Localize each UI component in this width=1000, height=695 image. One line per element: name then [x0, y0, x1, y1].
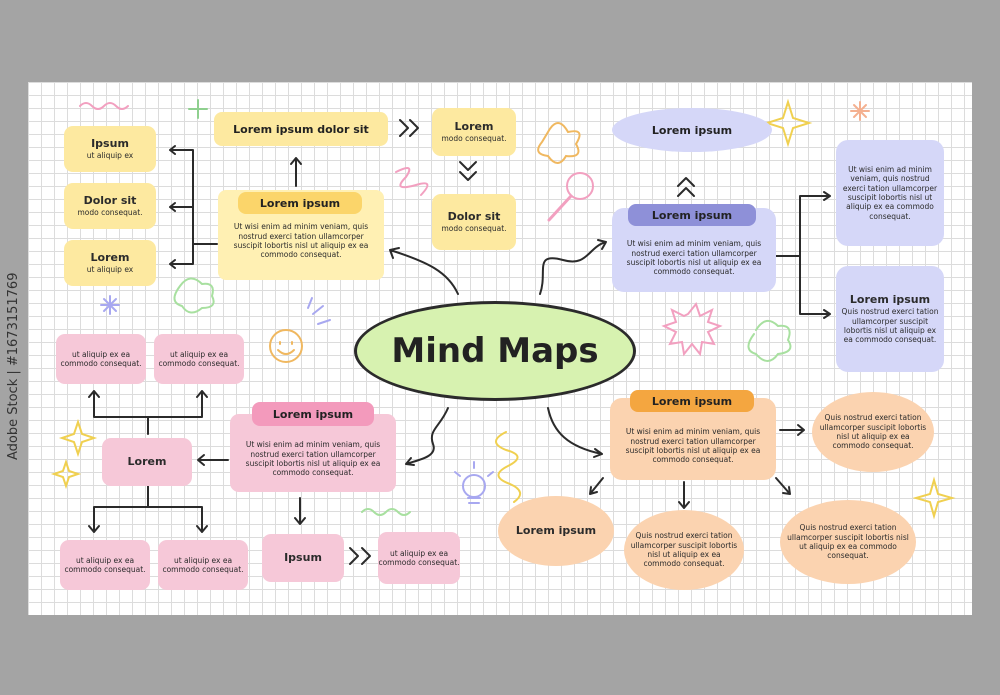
pink-ipsum-box: Ipsum — [262, 534, 344, 582]
yellow-left-item-2-text: modo consequat. — [77, 208, 143, 218]
orange-oval-title-text: Lorem ipsum — [515, 524, 597, 538]
pink-main-box: Ut wisi enim ad minim veniam, quis nostr… — [230, 414, 396, 492]
blue-main-tag: Lorem ipsum — [628, 204, 756, 226]
orange-main-text: Ut wisi enim ad minim veniam, quis nostr… — [625, 427, 761, 465]
watermark-text: Adobe Stock | #1673151769 — [6, 272, 21, 460]
pink-small-1: ut aliquip ex ea commodo consequat. — [56, 334, 146, 384]
orange-main-tag: Lorem ipsum — [630, 390, 754, 412]
pink-small-3: ut aliquip ex ea commodo consequat. — [60, 540, 150, 590]
yellow-left-item-1-text: ut aliquip ex — [86, 151, 134, 161]
yellow-main-tag: Lorem ipsum — [238, 192, 362, 214]
pink-ipsum-text-box: ut aliquip ex ea commodo consequat. — [378, 532, 460, 584]
yellow-top-title: Lorem ipsum dolor sit — [214, 112, 388, 146]
blue-right-top-box: Ut wisi enim ad minim veniam, quis nostr… — [836, 140, 944, 246]
pink-main-text: Ut wisi enim ad minim veniam, quis nostr… — [245, 440, 381, 478]
yellow-main-text: Ut wisi enim ad minim veniam, quis nostr… — [233, 222, 369, 260]
blue-right-top-text: Ut wisi enim ad minim veniam, quis nostr… — [842, 164, 938, 221]
pink-small-2: ut aliquip ex ea commodo consequat. — [154, 334, 244, 384]
center-node: Mind Maps — [354, 301, 636, 401]
blue-main-text: Ut wisi enim ad minim veniam, quis nostr… — [626, 239, 762, 277]
blue-main-box: Ut wisi enim ad minim veniam, quis nostr… — [612, 208, 776, 292]
blue-right-bottom-box: Lorem ipsum Quis nostrud exerci tation u… — [836, 266, 944, 372]
pink-hub: Lorem — [102, 438, 192, 486]
yellow-left-item-1-title: Ipsum — [91, 137, 129, 151]
orange-oval-1: Quis nostrud exerci tation ullamcorper s… — [624, 510, 744, 590]
pink-main-tag: Lorem ipsum — [252, 402, 374, 426]
blue-right-bottom-title: Lorem ipsum — [849, 293, 931, 307]
yellow-left-item-2-title: Dolor sit — [83, 194, 137, 208]
orange-oval-2: Quis nostrud exerci tation ullamcorper s… — [780, 500, 916, 584]
yellow-left-item-2: Dolor sit modo consequat. — [64, 183, 156, 229]
orange-oval-3: Quis nostrud exerci tation ullamcorper s… — [812, 392, 934, 472]
pink-ipsum-title: Ipsum — [284, 551, 322, 565]
blue-right-bottom-text: Quis nostrud exerci tation ullamcorper s… — [841, 307, 939, 345]
blue-top-title: Lorem ipsum — [612, 108, 772, 152]
yellow-left-item-3-text: ut aliquip ex — [86, 265, 134, 275]
orange-oval-title: Lorem ipsum — [498, 496, 614, 566]
yellow-right-item-2-text: modo consequat. — [441, 224, 507, 234]
center-title: Mind Maps — [391, 331, 599, 371]
grid-sheet: Lorem ipsum dolor sit Ut wisi enim ad mi… — [28, 82, 972, 615]
yellow-right-item-1-title: Lorem — [454, 120, 494, 134]
connector-lines — [88, 119, 831, 565]
yellow-right-item-2-title: Dolor sit — [447, 210, 501, 224]
yellow-right-item-1-text: modo consequat. — [441, 134, 507, 144]
yellow-right-item-2: Dolor sit modo consequat. — [432, 194, 516, 250]
yellow-right-item-1: Lorem modo consequat. — [432, 108, 516, 156]
yellow-left-item-3-title: Lorem — [90, 251, 130, 265]
decorative-doodles — [50, 98, 956, 520]
yellow-left-item-1: Ipsum ut aliquip ex — [64, 126, 156, 172]
pink-small-4: ut aliquip ex ea commodo consequat. — [158, 540, 248, 590]
pink-hub-title: Lorem — [127, 455, 167, 469]
yellow-left-item-3: Lorem ut aliquip ex — [64, 240, 156, 286]
